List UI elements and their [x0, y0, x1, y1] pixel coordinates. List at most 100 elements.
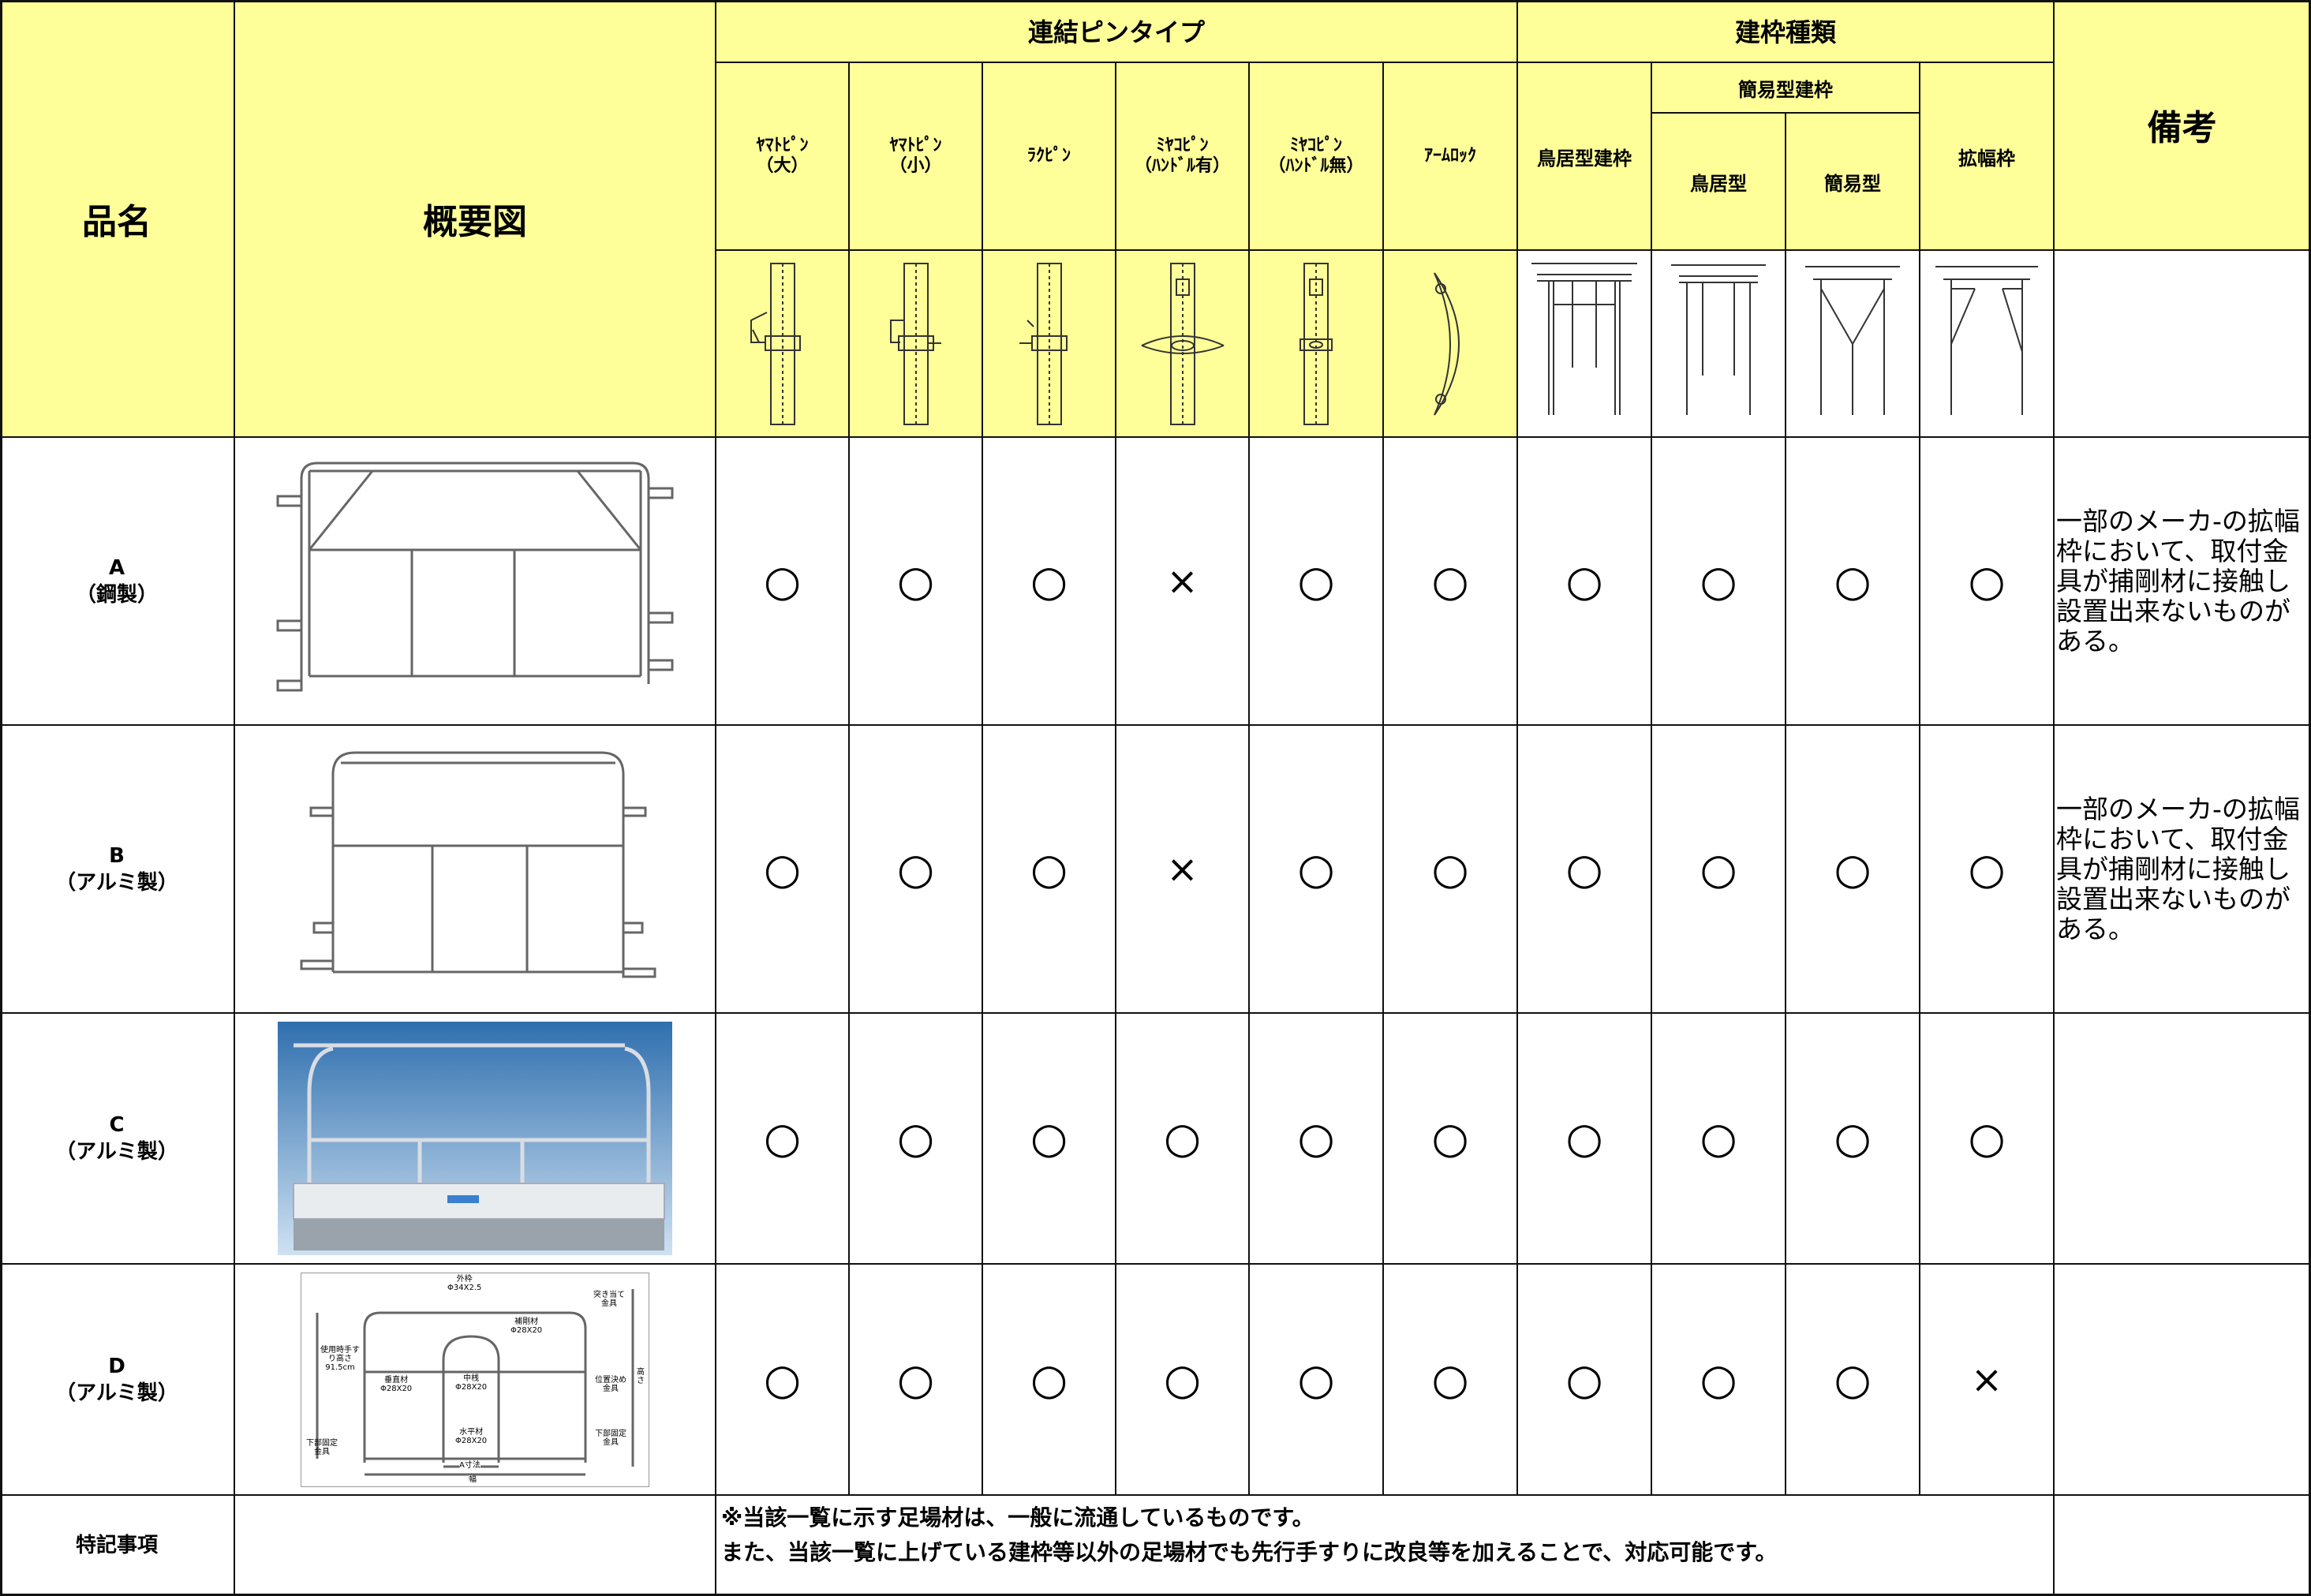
- d-label-horizontal-text: 水平材: [459, 1427, 484, 1437]
- row-c-mark-1: ○: [850, 1014, 983, 1265]
- special-notes-text: ※当該一覧に示す足場材は、一般に流通しているものです。 また、当該一覧に上げてい…: [716, 1496, 2055, 1596]
- widened-frame-icon: [1935, 265, 2038, 415]
- row-a-mark-4: ○: [1250, 438, 1384, 726]
- row-a-mark-2-text: ○: [1030, 555, 1068, 606]
- pin-col-label-0-line2: （大）: [756, 156, 809, 176]
- row-b-material: （アルミ製）: [55, 870, 178, 895]
- d-label-brace-text: 補剛材: [514, 1317, 539, 1326]
- row-b-mark-3: ×: [1116, 726, 1250, 1014]
- row-d-mark-5: ○: [1384, 1265, 1518, 1496]
- remarks-header: 備考: [2055, 0, 2311, 251]
- pin-col-label-1-line1: ﾔﾏﾄﾋﾟﾝ: [889, 136, 942, 155]
- pin-col-label-1-line2: （小）: [889, 156, 942, 176]
- row-b-mark-9-text: ○: [1968, 843, 2006, 894]
- row-d-name: D: [108, 1354, 125, 1378]
- d-label-butt-text: 突き当て金具: [593, 1290, 625, 1308]
- d-label-outer-dim: Φ34X2.5: [447, 1283, 482, 1292]
- row-c-mark-5: ○: [1384, 1014, 1518, 1265]
- d-label-lower-fix-left-text: 下部固定金具: [306, 1438, 338, 1456]
- frame-col-label-3: 拡幅枠: [1920, 63, 2055, 251]
- row-c-mark-0: ○: [716, 1014, 850, 1265]
- row-c-mark-9: ○: [1920, 1014, 2055, 1265]
- special-notes-blank: [235, 1496, 716, 1596]
- pin-col-image-2: [983, 251, 1116, 438]
- frame-type-header: 建枠種類: [1518, 0, 2055, 63]
- row-a-diagram: [235, 438, 716, 726]
- arm-lock-icon: [1434, 271, 1460, 416]
- pin-col-image-5: [1384, 251, 1518, 438]
- row-c-mark-2-text: ○: [1030, 1113, 1068, 1163]
- row-c-label: C （アルミ製）: [0, 1014, 235, 1265]
- row-d-label: D（アルミ製）: [0, 1265, 235, 1496]
- diagram-header-text: 概要図: [423, 201, 527, 242]
- row-b-mark-8: ○: [1786, 726, 1920, 1014]
- d-label-butt: 突き当て金具: [593, 1291, 625, 1308]
- frame-col-image-0: [1518, 251, 1652, 438]
- pin-col-image-4: [1250, 251, 1384, 438]
- row-a-mark-1-text: ○: [896, 555, 935, 606]
- row-c-name: C: [109, 1113, 125, 1137]
- frame-col-image-2: [1786, 251, 1920, 438]
- row-d-mark-9-text: ×: [1970, 1357, 2003, 1402]
- row-c-mark-6: ○: [1518, 1014, 1652, 1265]
- row-a-mark-3-text: ×: [1166, 559, 1199, 604]
- row-d-mark-0: ○: [716, 1265, 850, 1496]
- row-b-mark-1-text: ○: [896, 843, 935, 894]
- special-notes-line1: ※当該一覧に示す足場材は、一般に流通しているものです。: [721, 1504, 1314, 1531]
- special-notes-label: 特記事項: [0, 1496, 235, 1596]
- row-c-material: （アルミ製）: [55, 1140, 178, 1164]
- handrail-b-illustration: [300, 751, 656, 977]
- d-label-outer-text: 外枠: [456, 1274, 473, 1284]
- row-d-mark-4-text: ○: [1297, 1354, 1335, 1404]
- pin-col-label-3-line2: （ﾊﾝﾄﾞﾙ有）: [1134, 156, 1230, 176]
- row-d-mark-5-text: ○: [1431, 1354, 1469, 1404]
- row-d-mark-6: ○: [1518, 1265, 1652, 1496]
- row-a-remark: 一部のメーカ-の拡幅枠において、取付金具が捕剛材に接触し設置出来ないものがある。: [2055, 438, 2311, 726]
- simple-frame-header-text: 簡易型建枠: [1738, 78, 1833, 101]
- row-a-mark-0-text: ○: [763, 555, 802, 606]
- d-label-center-dim: Φ28X20: [455, 1382, 488, 1392]
- pin-col-label-5: ｱｰﾑﾛｯｸ: [1384, 63, 1518, 251]
- row-c-mark-7: ○: [1652, 1014, 1786, 1265]
- row-b-mark-4: ○: [1250, 726, 1384, 1014]
- row-b-mark-2: ○: [983, 726, 1116, 1014]
- row-a-mark-4-text: ○: [1297, 555, 1335, 606]
- row-d-mark-2: ○: [983, 1265, 1116, 1496]
- row-b-remark: 一部のメーカ-の拡幅枠において、取付金具が捕剛材に接触し設置出来ないものがある。: [2055, 726, 2311, 1014]
- pin-miyako-handle-icon: [1141, 262, 1224, 425]
- d-label-lower-fix-left: 下部固定金具: [305, 1439, 339, 1456]
- handrail-d-drawing: [316, 1288, 634, 1475]
- frame-col-label-1: 鳥居型: [1652, 114, 1786, 251]
- simple-frame-icon: [1805, 265, 1900, 415]
- remarks-header-text: 備考: [2147, 108, 2217, 148]
- row-b-mark-1: ○: [850, 726, 983, 1014]
- d-label-a-dim-text: A寸法: [459, 1460, 481, 1470]
- row-c-mark-4: ○: [1250, 1014, 1384, 1265]
- row-b-label: B（アルミ製）: [0, 726, 235, 1014]
- row-d-mark-3-text: ○: [1163, 1354, 1202, 1404]
- d-label-height: 高さ: [636, 1368, 645, 1385]
- pin-col-label-5-line1: ｱｰﾑﾛｯｸ: [1423, 146, 1476, 166]
- row-d-mark-0-text: ○: [763, 1354, 802, 1404]
- d-label-a-dim: A寸法: [459, 1460, 481, 1470]
- row-c-mark-6-text: ○: [1565, 1113, 1603, 1163]
- pin-col-label-4: ﾐﾔｺﾋﾟﾝ（ﾊﾝﾄﾞﾙ無）: [1250, 63, 1384, 251]
- row-c-mark-9-text: ○: [1968, 1113, 2006, 1163]
- pin-col-label-3-line1: ﾐﾔｺﾋﾟﾝ: [1156, 136, 1209, 155]
- product-name-header-text: 品名: [82, 201, 151, 242]
- row-b-mark-0-text: ○: [763, 843, 802, 894]
- special-notes-label-text: 特記事項: [75, 1533, 158, 1557]
- d-label-width: 幅: [469, 1475, 477, 1484]
- d-label-lower-fix-right: 下部固定金具: [593, 1430, 628, 1447]
- row-d-mark-3: ○: [1116, 1265, 1250, 1496]
- pin-col-label-2: ﾗｸﾋﾟﾝ: [983, 63, 1116, 251]
- row-a-mark-5-text: ○: [1431, 555, 1469, 606]
- row-b-mark-3-text: ×: [1166, 847, 1199, 891]
- row-b-remark-text: 一部のメーカ-の拡幅枠において、取付金具が捕剛材に接触し設置出来ないものがある。: [2056, 793, 2300, 944]
- row-d-mark-7-text: ○: [1700, 1354, 1737, 1404]
